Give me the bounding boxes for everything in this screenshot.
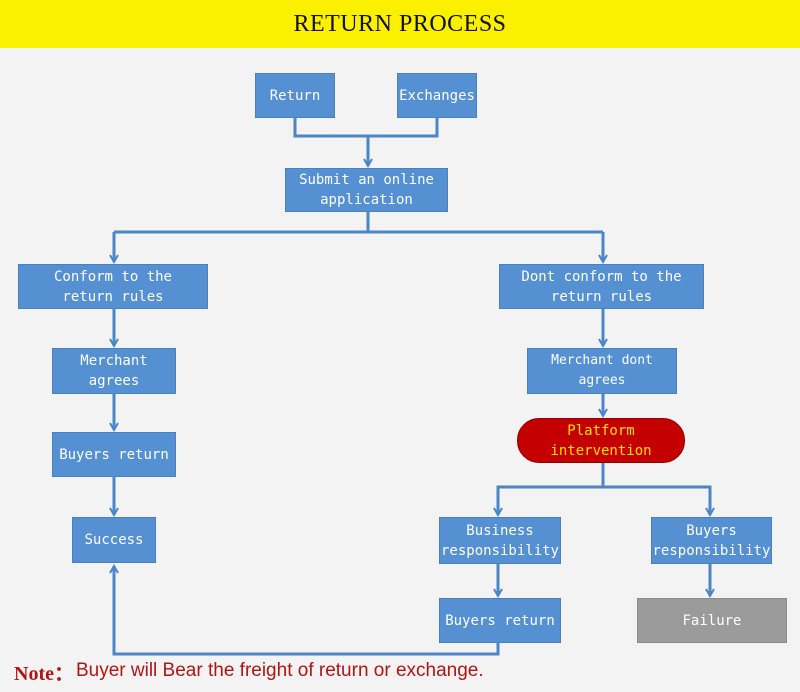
- node-success: Success: [72, 517, 156, 563]
- node-business-responsibility: Business responsibility: [439, 517, 561, 564]
- title-banner: RETURN PROCESS: [0, 0, 800, 48]
- node-return: Return: [255, 73, 335, 118]
- connector-return-to-success: [114, 566, 500, 656]
- freight-note: Note： Buyer will Bear the freight of ret…: [14, 656, 484, 686]
- connector-platform-split: [498, 463, 605, 515]
- node-conform-rules: Conform to the return rules: [18, 264, 208, 309]
- node-submit-application: Submit an online application: [285, 168, 448, 212]
- node-buyers-return-left: Buyers return: [52, 432, 176, 477]
- node-failure: Failure: [637, 598, 787, 643]
- page-title: RETURN PROCESS: [293, 10, 507, 37]
- connector-platform-buyers-resp: [603, 485, 710, 515]
- node-platform-intervention: Platform intervention: [517, 418, 685, 463]
- node-dont-conform-rules: Dont conform to the return rules: [499, 264, 704, 309]
- note-prefix: Note：: [14, 662, 74, 685]
- node-merchant-dont-agrees: Merchant dont agrees: [527, 348, 677, 394]
- node-buyers-responsibility: Buyers responsibility: [651, 517, 772, 564]
- note-text: Buyer will Bear the freight of return or…: [75, 660, 484, 681]
- connector-return-submit: [293, 118, 439, 138]
- node-merchant-agrees: Merchant agrees: [52, 348, 176, 394]
- node-exchanges: Exchanges: [397, 73, 477, 118]
- node-buyers-return-right: Buyers return: [439, 598, 561, 643]
